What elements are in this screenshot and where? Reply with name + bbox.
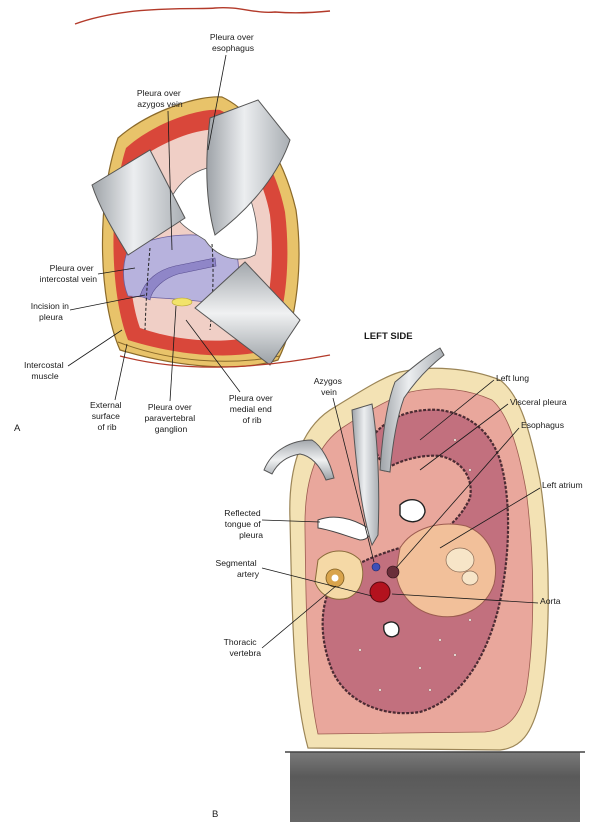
leader-azygos-vein [332,397,375,563]
label-thoracic-vertebra: Thoracic vertebra [224,637,262,658]
retractor-upper [379,347,445,473]
panel-a-letter: A [14,423,21,434]
label-pleura-over-medial-end-of-rib: Pleura over medial end of rib [229,393,275,425]
heart-valve-small [461,570,479,586]
leader-pleura-over-paravertebral-ganglion [169,305,177,402]
left-atrium [395,523,496,618]
label-pleura-over-esophagus: Pleura over esophagus [210,32,256,53]
panel-b-title: LEFT SIDE [364,331,413,342]
leader-esophagus [395,427,520,569]
operating-table [290,752,580,822]
leader-left-lung [419,379,495,441]
bronchus-lower [383,621,400,638]
label-left-lung: Left lung [496,373,529,383]
panel-b-drawing [263,347,585,822]
leader-reflected-tongue [261,519,321,523]
label-segmental-artery: Segmental artery [216,558,260,579]
label-intercostal-muscle: Intercostal muscle [24,360,66,381]
leader-thoracic-vertebra [261,585,337,649]
aorta-vessel [369,581,391,603]
leader-left-atrium [439,487,541,549]
label-external-surface-of-rib: External surface of rib [90,400,124,432]
lung-speckles [358,438,472,692]
leader-pleura-over-esophagus [207,54,227,151]
retractor-blade-lower-right [194,261,301,366]
heart-valve [445,547,475,573]
label-pleura-over-intercostal-vein: Pleura over intercostal vein [40,263,98,284]
label-pleura-over-azygos: Pleura over azygos vein [137,88,183,109]
panel-b-labels: LEFT SIDE Azygos vein Left lung Visceral… [212,331,583,820]
retractor-middle [351,403,380,547]
leader-external-surface-of-rib [114,343,128,401]
retractor-left [263,439,335,481]
incision-line-left [144,247,151,331]
panel-a-drawing [74,6,331,368]
panel-a-labels: Pleura over esophagus Pleura over azygos… [14,32,275,434]
azygos-vein-shape [139,257,217,301]
leader-pleura-over-medial-end-of-rib [185,319,241,393]
label-visceral-pleura: Visceral pleura [510,397,567,407]
leader-visceral-pleura [419,403,509,471]
panel-b-letter: B [212,809,218,820]
esophagus-vessel [386,565,400,579]
skin-outline [74,6,331,25]
leader-pleura-over-intercostal-vein [97,267,136,275]
label-reflected-tongue: Reflected tongue of pleura [224,508,263,540]
azygos-vessel [371,562,381,572]
leader-intercostal-muscle [67,329,123,367]
label-left-atrium: Left atrium [542,480,583,490]
label-incision-in-pleura: Incision in pleura [31,301,72,322]
leader-aorta [391,593,539,604]
spinal-canal [331,574,339,582]
label-aorta: Aorta [540,596,561,606]
bronchus-upper [399,498,426,523]
lower-skin-line [119,354,331,368]
label-esophagus: Esophagus [521,420,564,430]
leader-incision-in-pleura [69,294,146,311]
paravertebral-ganglion [171,297,193,307]
retractor-blade-upper-left [91,149,186,256]
leader-segmental-artery [261,567,373,597]
leader-pleura-over-azygos [167,110,173,251]
retractor-blade-upper-right [206,99,291,236]
label-azygos-vein: Azygos vein [314,376,345,397]
label-pleura-over-paravertebral-ganglion: Pleura over paravertebral ganglion [144,402,197,434]
incision-line-right [209,243,214,331]
